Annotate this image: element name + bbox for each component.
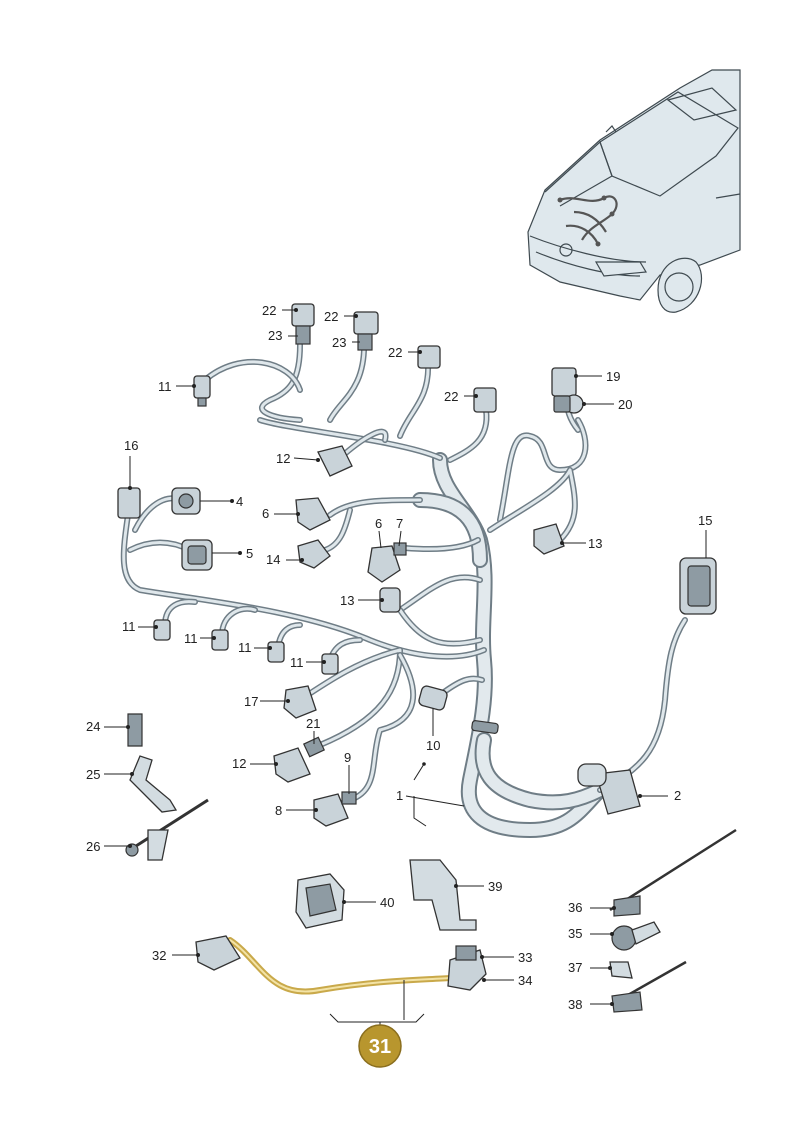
callout-38: 38 bbox=[568, 997, 582, 1012]
callout-6a: 6 bbox=[262, 506, 269, 521]
callout-17: 17 bbox=[244, 694, 258, 709]
callout-23a: 23 bbox=[268, 328, 282, 343]
callout-11a: 11 bbox=[158, 379, 172, 394]
plug-connector-icon-22d bbox=[473, 387, 497, 413]
callout-26: 26 bbox=[86, 839, 100, 854]
plug-connector-icon-12b bbox=[273, 736, 326, 783]
callout-10: 10 bbox=[426, 738, 440, 753]
plug-connector-icon-6b bbox=[367, 542, 407, 583]
connectors bbox=[117, 303, 717, 827]
callout-11e: 11 bbox=[290, 655, 304, 670]
plug-connector-icon-11c bbox=[211, 629, 229, 651]
callout-6b: 6 bbox=[375, 516, 382, 531]
callout-35: 35 bbox=[568, 926, 582, 941]
plug-connector-icon-11a bbox=[193, 375, 211, 407]
callout-1: 1 bbox=[396, 788, 403, 803]
callout-22b: 22 bbox=[324, 309, 338, 324]
callout-9: 9 bbox=[344, 750, 351, 765]
plug-connector-icon-16 bbox=[117, 487, 141, 519]
part-number-badge: 31 bbox=[358, 1024, 402, 1068]
callout-5: 5 bbox=[246, 546, 253, 561]
engine-wiring-harness bbox=[120, 337, 688, 838]
callout-11c: 11 bbox=[184, 631, 198, 646]
plug-connector-icon-10 bbox=[418, 685, 448, 711]
callout-20: 20 bbox=[618, 397, 632, 412]
plug-connector-icon-17 bbox=[283, 685, 317, 719]
plug-connector-icon-11d bbox=[267, 641, 285, 663]
callout-19: 19 bbox=[606, 369, 620, 384]
callout-15: 15 bbox=[698, 513, 712, 528]
callout-23b: 23 bbox=[332, 335, 346, 350]
car-front-icon bbox=[527, 69, 741, 313]
plug-connector-icon-11e bbox=[321, 653, 339, 675]
callout-12b: 12 bbox=[232, 756, 246, 771]
plug-connector-icon-14 bbox=[297, 539, 331, 569]
callout-7: 7 bbox=[396, 516, 403, 531]
plug-connector-icon-2 bbox=[577, 763, 641, 815]
callout-39: 39 bbox=[488, 879, 502, 894]
callout-11d: 11 bbox=[238, 640, 252, 655]
plug-connector-icon-15 bbox=[679, 557, 717, 615]
plug-connector-icon-22c bbox=[417, 345, 441, 369]
callout-8: 8 bbox=[275, 803, 282, 818]
callout-40: 40 bbox=[380, 895, 394, 910]
plug-connector-icon-5 bbox=[181, 539, 213, 571]
loose-parts bbox=[125, 713, 737, 1013]
callout-21: 21 bbox=[306, 716, 320, 731]
callout-12a: 12 bbox=[276, 451, 290, 466]
plug-connector-icon-4 bbox=[171, 487, 201, 515]
plug-connector-icon-12a bbox=[317, 445, 353, 477]
badge-label: 31 bbox=[369, 1036, 391, 1058]
plug-connector-icon-6a bbox=[295, 497, 331, 531]
plug-connector-icon-11b bbox=[153, 619, 171, 641]
callout-4: 4 bbox=[236, 494, 243, 509]
callout-22a: 22 bbox=[262, 303, 276, 318]
callout-11b: 11 bbox=[122, 619, 136, 634]
callout-14: 14 bbox=[266, 552, 280, 567]
plug-connector-icon-22b bbox=[353, 311, 379, 351]
callout-labels: 22 23 22 23 22 22 11 12 19 20 16 4 5 6 bbox=[86, 303, 712, 1030]
callout-34: 34 bbox=[518, 973, 532, 988]
callout-13b: 13 bbox=[588, 536, 602, 551]
plug-connector-icon-19 bbox=[551, 367, 577, 397]
plug-connector-icon-13b bbox=[533, 523, 565, 555]
plug-connector-icon-8 bbox=[313, 791, 357, 827]
callout-22c: 22 bbox=[388, 345, 402, 360]
callout-25: 25 bbox=[86, 767, 100, 782]
callout-16: 16 bbox=[124, 438, 138, 453]
callout-22d: 22 bbox=[444, 389, 458, 404]
plug-connector-icon-20 bbox=[553, 394, 584, 414]
callout-36: 36 bbox=[568, 900, 582, 915]
callout-2: 2 bbox=[674, 788, 681, 803]
callout-33: 33 bbox=[518, 950, 532, 965]
callout-13a: 13 bbox=[340, 593, 354, 608]
callout-37: 37 bbox=[568, 960, 582, 975]
callout-32: 32 bbox=[152, 948, 166, 963]
callout-24: 24 bbox=[86, 719, 100, 734]
adapter-cable-31 bbox=[195, 935, 487, 995]
